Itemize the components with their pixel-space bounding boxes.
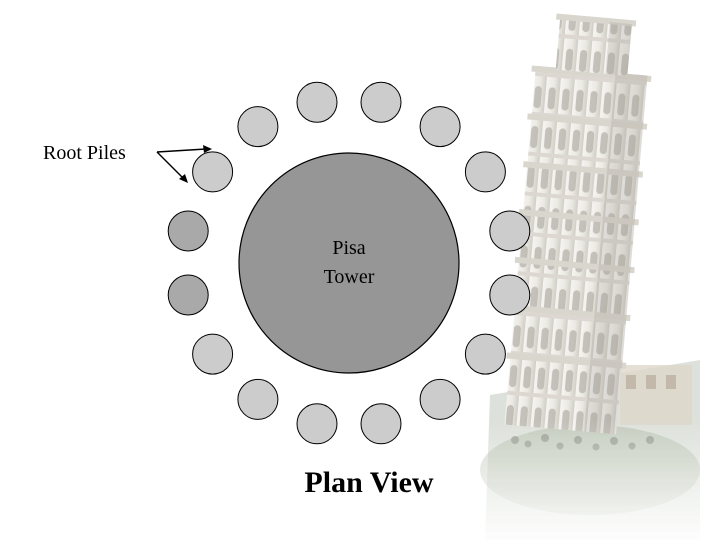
root-pile <box>167 274 209 316</box>
diagram-caption: Plan View <box>304 466 434 499</box>
root-pile <box>167 210 209 252</box>
root-pile <box>360 81 402 123</box>
root-pile <box>489 210 531 252</box>
root-pile <box>296 403 338 445</box>
root-pile <box>192 333 234 375</box>
root-piles-ring <box>167 81 531 445</box>
root-pile <box>464 333 506 375</box>
root-pile <box>360 403 402 445</box>
tower-label-line2: Tower <box>324 266 375 288</box>
root-pile <box>296 81 338 123</box>
tower-foundation <box>238 152 460 374</box>
root-pile <box>464 151 506 193</box>
root-pile <box>237 378 279 420</box>
root-pile <box>237 106 279 148</box>
leaning-tower-photo <box>470 13 720 540</box>
root-pile <box>419 378 461 420</box>
root-pile <box>419 106 461 148</box>
tower-label-line1: Pisa <box>332 237 365 259</box>
callout-arrows <box>156 145 212 183</box>
root-pile <box>192 151 234 193</box>
root-pile <box>489 274 531 316</box>
root-piles-label: Root Piles <box>43 142 126 164</box>
